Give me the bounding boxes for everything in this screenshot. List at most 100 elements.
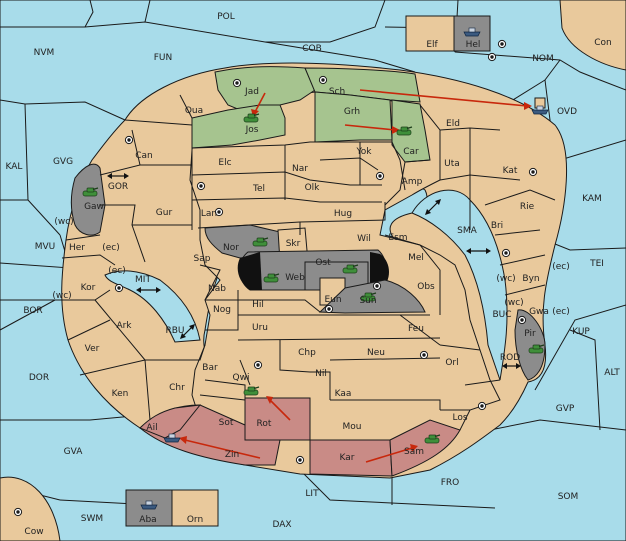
province-sam[interactable] [389,419,461,477]
province-gaw[interactable] [70,163,106,236]
label-Bar: Bar [202,363,218,373]
svg-text:(wc): (wc) [52,291,71,301]
svg-text:Nor: Nor [223,243,239,253]
label-MIT: MIT [135,275,151,285]
label-Elf: Elf [426,40,438,50]
svg-text:Kaa: Kaa [335,389,352,399]
svg-text:BOR: BOR [23,306,42,316]
svg-text:DOR: DOR [29,373,49,383]
label-KAM: KAM [582,194,602,204]
svg-text:Web: Web [285,273,305,283]
svg-text:Her: Her [69,243,85,253]
label-ec-kor: (ec) [108,266,126,276]
label-Chr: Chr [169,383,185,393]
label-Kar: Kar [340,453,355,463]
label-Ark: Ark [116,321,132,331]
svg-text:Sun: Sun [359,296,376,306]
label-Rie: Rie [520,202,535,212]
svg-text:Eun: Eun [324,295,341,305]
label-Hil: Hil [252,300,264,310]
svg-text:BUC: BUC [492,310,511,320]
province-pir[interactable] [514,309,546,381]
svg-text:RBU: RBU [165,326,184,336]
svg-text:(ec): (ec) [108,266,126,276]
svg-text:Nar: Nar [292,164,308,174]
svg-text:GVA: GVA [64,447,84,457]
svg-text:Byn: Byn [522,274,539,284]
svg-text:Bar: Bar [202,363,218,373]
svg-text:Hil: Hil [252,300,264,310]
svg-text:Rie: Rie [520,202,535,212]
label-Chp: Chp [298,348,316,358]
label-Can: Can [135,151,153,161]
label-Olk: Olk [305,183,321,193]
label-ec-her: (ec) [102,243,120,253]
label-Eld: Eld [446,119,460,129]
label-Ail: Ail [146,423,157,433]
svg-text:Chr: Chr [169,383,185,393]
svg-text:NVM: NVM [34,48,55,58]
province-orn[interactable] [171,489,219,527]
svg-text:ROD: ROD [500,353,520,363]
label-SMA: SMA [457,226,477,236]
label-ec-gwa: (ec) [552,307,570,317]
label-Orl: Orl [445,358,458,368]
svg-text:Hel: Hel [466,40,481,50]
label-Bri: Bri [491,221,503,231]
province-elf[interactable] [405,15,455,52]
svg-text:Ost: Ost [315,258,331,268]
svg-text:(ec): (ec) [552,262,570,272]
province-jos[interactable] [191,104,286,149]
province-borders [60,94,556,421]
label-Nil: Nil [315,369,327,379]
svg-text:Hug: Hug [334,209,352,219]
province-ail[interactable] [139,404,202,439]
label-MVU: MVU [35,242,56,252]
label-Qua: Qua [185,106,203,116]
province-rot[interactable] [244,397,311,441]
label-NOM: NOM [532,54,554,64]
label-NVM: NVM [34,48,55,58]
label-Aba: Aba [139,515,156,525]
label-Kor: Kor [81,283,96,293]
label-Sam: Sam [404,447,424,457]
svg-text:Yok: Yok [355,147,372,157]
label-Nar: Nar [292,164,308,174]
svg-text:Nog: Nog [213,305,231,315]
svg-text:Qua: Qua [185,106,203,116]
label-Los: Los [452,413,467,423]
label-BOR: BOR [23,306,42,316]
label-Obs: Obs [417,282,435,292]
svg-text:GOR: GOR [108,182,128,192]
label-ALT: ALT [604,368,620,378]
label-Eun: Eun [324,295,341,305]
label-Kaa: Kaa [335,389,352,399]
label-RBU: RBU [165,326,184,336]
label-COB: COB [302,44,322,54]
label-GVG: GVG [53,157,73,167]
svg-text:LIT: LIT [305,489,319,499]
svg-text:COB: COB [302,44,322,54]
label-Uru: Uru [252,323,268,333]
label-Hug: Hug [334,209,352,219]
label-Skr: Skr [286,239,301,249]
province-grh[interactable] [314,91,393,143]
svg-text:Qwi: Qwi [233,373,250,383]
svg-text:(ec): (ec) [102,243,120,253]
sea-web-bay-west [237,252,262,290]
svg-text:Grh: Grh [344,107,360,117]
svg-text:ALT: ALT [604,368,620,378]
svg-text:GVP: GVP [556,404,575,414]
svg-text:Amp: Amp [402,177,423,187]
svg-text:Jad: Jad [244,87,259,97]
svg-text:Sam: Sam [404,447,424,457]
label-TEI: TEI [589,259,604,269]
svg-text:FRO: FRO [441,478,460,488]
svg-text:Esm: Esm [388,233,407,243]
label-Ver: Ver [85,344,100,354]
svg-text:Skr: Skr [286,239,301,249]
svg-text:(wc): (wc) [54,217,73,227]
svg-text:Lan: Lan [201,209,217,219]
label-FRO: FRO [441,478,460,488]
svg-text:Mou: Mou [343,422,362,432]
